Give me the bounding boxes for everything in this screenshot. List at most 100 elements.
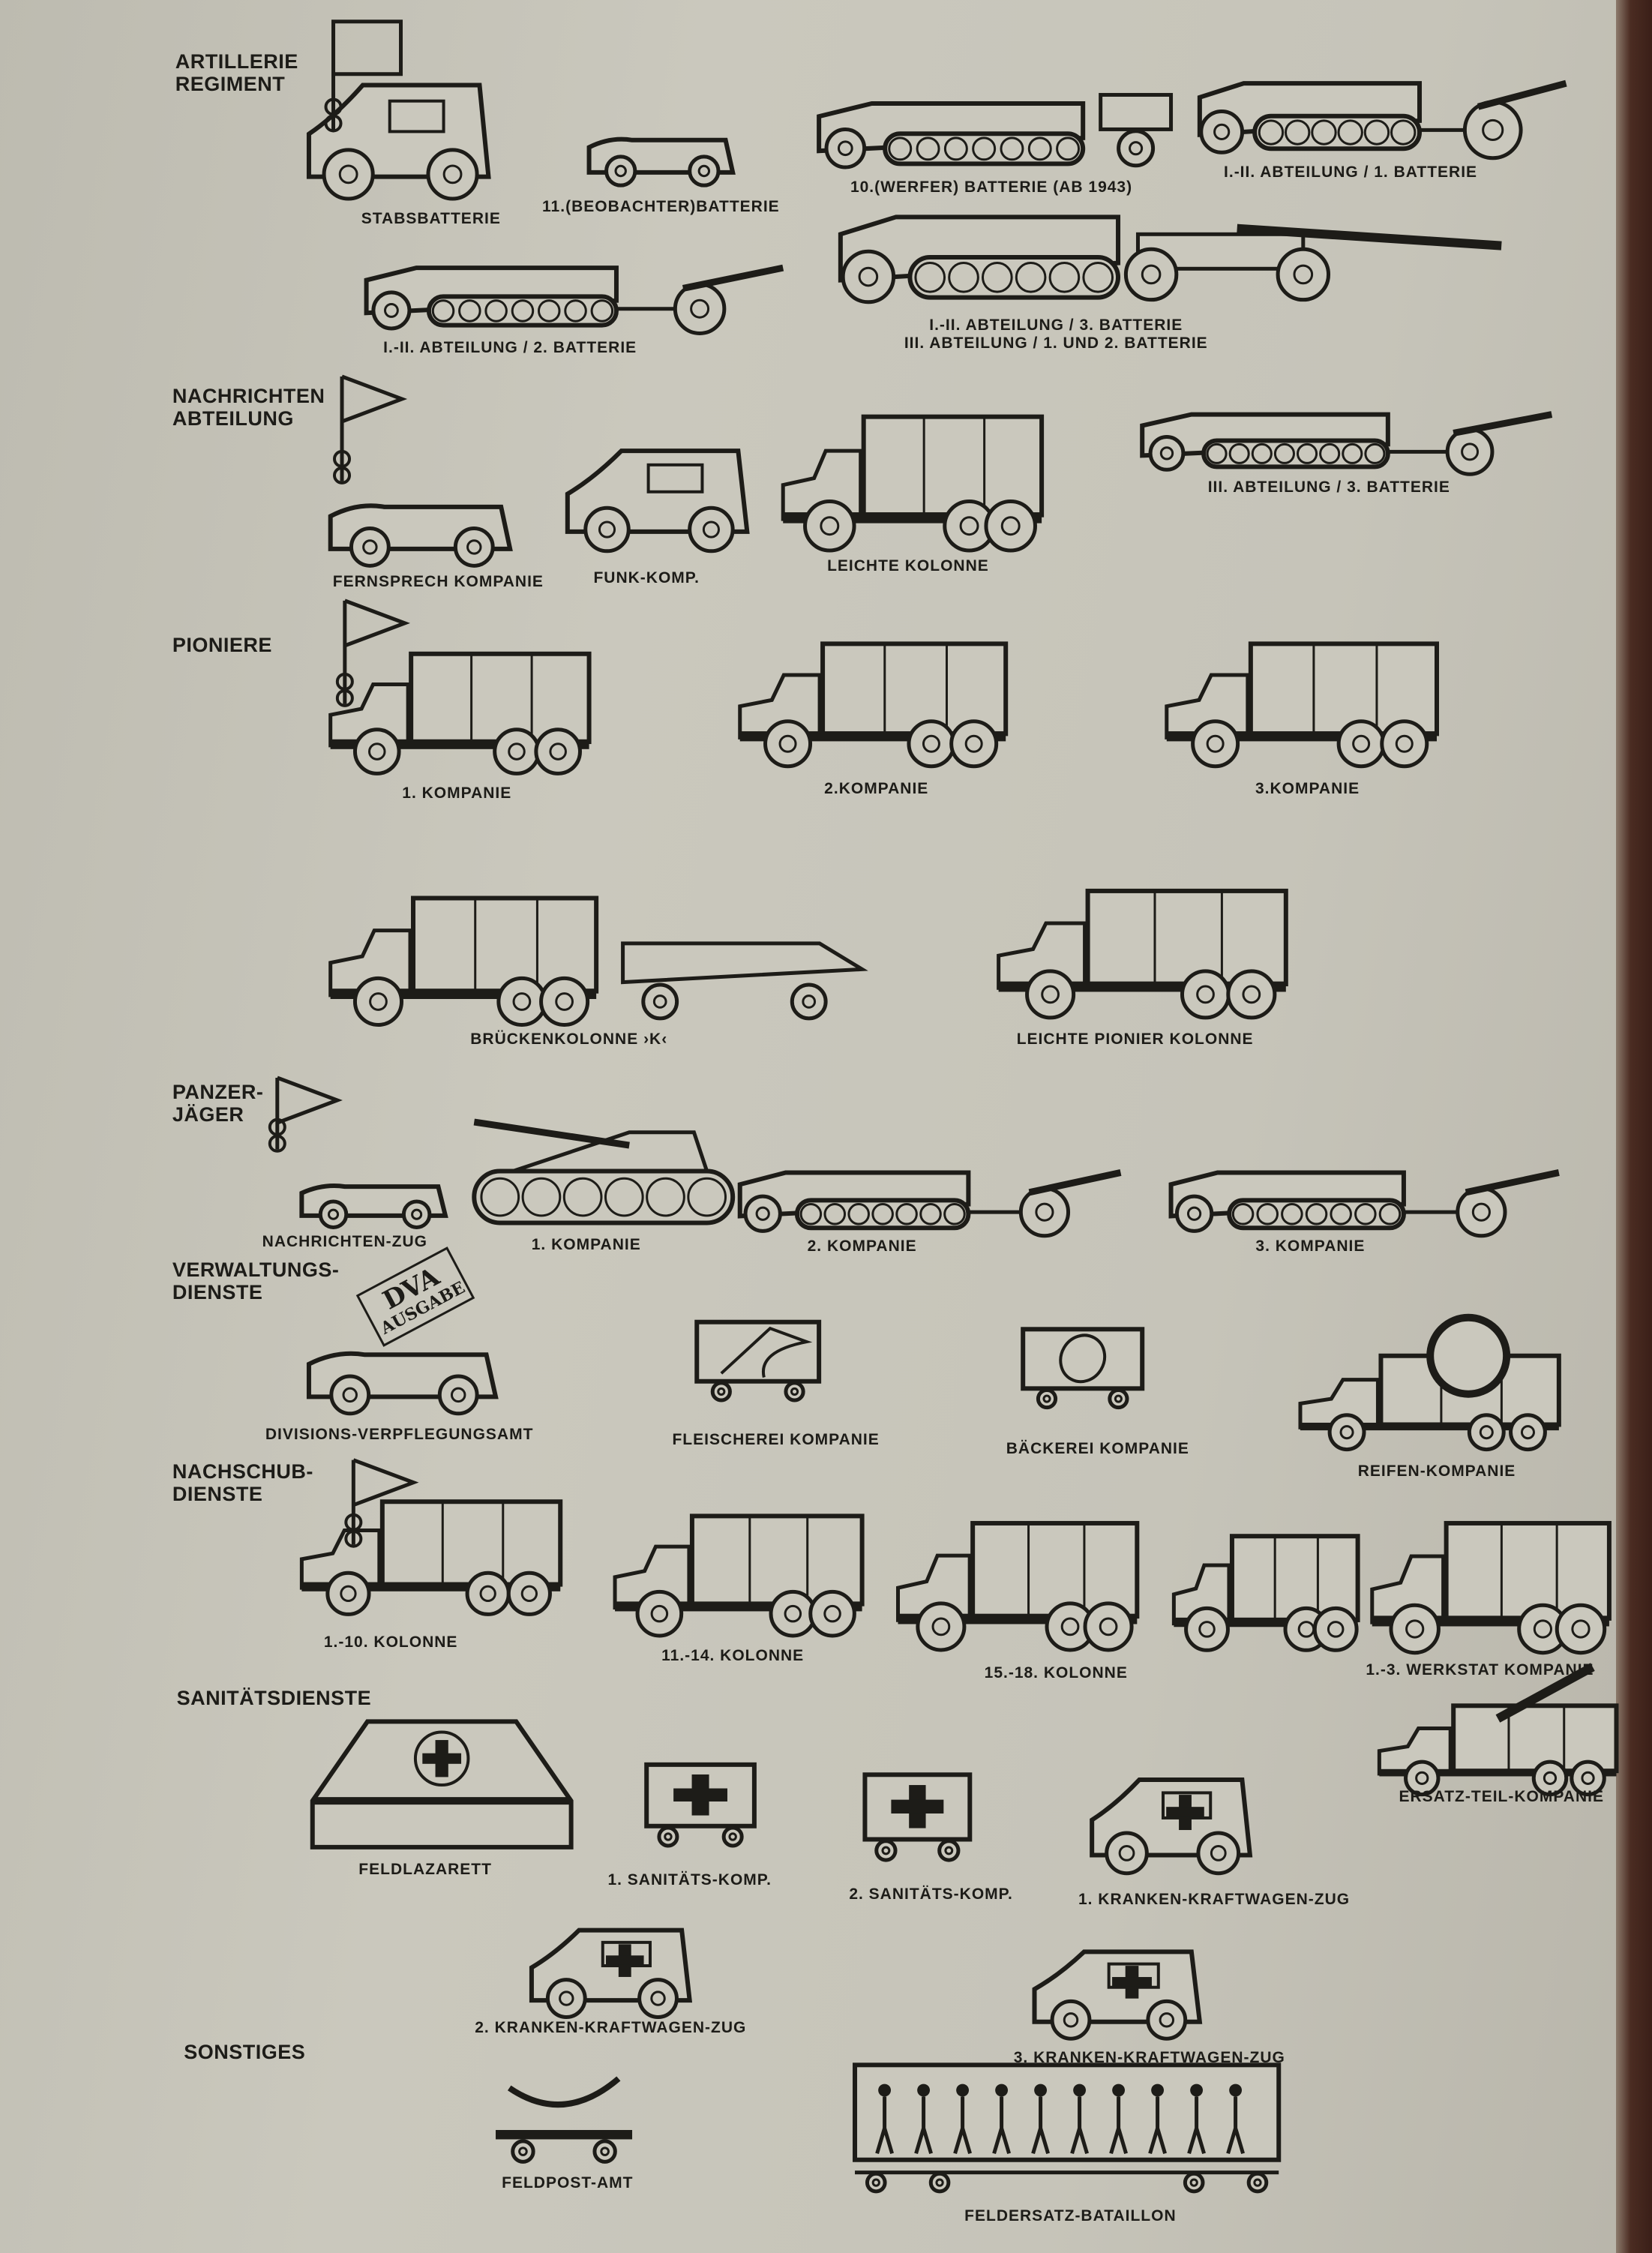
- unit-label: BRÜCKENKOLONNE ›K‹: [470, 1030, 667, 1048]
- unit-label-text: DIVISIONS-VERPFLEGUNGSAMT: [265, 1425, 534, 1443]
- unit-label: FELDERSATZ-BATAILLON: [964, 2207, 1176, 2225]
- book-edge: [1616, 0, 1652, 2253]
- section-label-sonstiges: SONSTIGES: [184, 2040, 306, 2063]
- unit-label: 3.KOMPANIE: [1255, 780, 1360, 798]
- unit-label-text: NACHRICHTEN-ZUG: [262, 1232, 427, 1250]
- unit-label-text: BRÜCKENKOLONNE ›K‹: [470, 1030, 668, 1048]
- unit-label-text: 1.-3. WERKSTAT KOMPANIE: [1366, 1660, 1594, 1678]
- unit-label-text: I.-II. ABTEILUNG / 3. BATTERIE: [929, 316, 1183, 334]
- unit-label-text: 3. KRANKEN-KRAFTWAGEN-ZUG: [1013, 2049, 1285, 2067]
- unit-label: 1. KRANKEN-KRAFTWAGEN-ZUG: [1078, 1891, 1350, 1909]
- unit-label: LEICHTE KOLONNE: [827, 557, 989, 575]
- section-label-nachrichten: NACHRICHTEN ABTEILUNG: [172, 385, 325, 430]
- unit-label: BÄCKEREI KOMPANIE: [1006, 1440, 1189, 1458]
- unit-label-text: 1. KOMPANIE: [531, 1235, 641, 1253]
- unit-label-text: 3. KOMPANIE: [1255, 1237, 1366, 1255]
- unit-label-text: FELDPOST-AMT: [502, 2174, 634, 2192]
- unit-label: 2. SANITÄTS-KOMP.: [849, 1886, 1012, 1904]
- unit-label-text: REIFEN-KOMPANIE: [1357, 1462, 1516, 1480]
- unit-label-text: 10.(WERFER) BATTERIE (AB 1943): [850, 178, 1133, 196]
- unit-label: 10.(WERFER) BATTERIE (AB 1943): [850, 178, 1132, 196]
- unit-label-text: FLEISCHEREI KOMPANIE: [672, 1431, 880, 1449]
- unit-label: 3. KOMPANIE: [1255, 1238, 1365, 1256]
- unit-label: III. ABTEILUNG / 3. BATTERIE: [1208, 478, 1450, 496]
- unit-flag-icon: [344, 1458, 419, 1548]
- unit-label: 3. KRANKEN-KRAFTWAGEN-ZUG: [1014, 2049, 1285, 2067]
- section-label-artillerie: ARTILLERIE REGIMENT: [175, 50, 298, 96]
- unit-label: REIFEN-KOMPANIE: [1358, 1462, 1516, 1480]
- unit-label: 2. KOMPANIE: [808, 1238, 917, 1256]
- unit-label-text: LEICHTE PIONIER KOLONNE: [1016, 1030, 1254, 1048]
- unit-label: 11.(BEOBACHTER)BATTERIE: [542, 198, 780, 216]
- unit-label-text: 1.-10. KOLONNE: [323, 1634, 458, 1652]
- unit-label: DIVISIONS-VERPFLEGUNGSAMT: [265, 1426, 534, 1444]
- unit-label: 1. KOMPANIE: [532, 1236, 641, 1254]
- unit-label-text: 11.(BEOBACHTER)BATTERIE: [542, 198, 780, 216]
- unit-label: I.-II. ABTEILUNG / 1. BATTERIE: [1224, 164, 1477, 182]
- unit-label-text: 2. SANITÄTS-KOMP.: [849, 1885, 1013, 1903]
- unit-label-text: FELDERSATZ-BATAILLON: [964, 2206, 1177, 2224]
- unit-label-text: 15.-18. KOLONNE: [984, 1664, 1128, 1682]
- unit-label-text: FELDLAZARETT: [358, 1861, 492, 1879]
- section-label-panzerjaeger: PANZER- JÄGER: [172, 1080, 264, 1126]
- unit-flag-icon: [268, 1076, 343, 1153]
- unit-label-text: 1. KRANKEN-KRAFTWAGEN-ZUG: [1078, 1891, 1351, 1909]
- unit-label: FELDPOST-AMT: [502, 2174, 633, 2192]
- unit-label-text-2: III. ABTEILUNG / 1. UND 2. BATTERIE: [904, 334, 1208, 352]
- unit-label-text: 1. SANITÄTS-KOMP.: [607, 1870, 772, 1888]
- section-label-pioniere: PIONIERE: [172, 633, 272, 656]
- unit-label: 2.KOMPANIE: [824, 780, 928, 798]
- unit-label-text: I.-II. ABTEILUNG / 2. BATTERIE: [383, 339, 637, 357]
- unit-label-text: STABSBATTERIE: [361, 209, 501, 227]
- unit-label: LEICHTE PIONIER KOLONNE: [1017, 1030, 1254, 1048]
- unit-label-text: 2.KOMPANIE: [824, 780, 929, 798]
- unit-label: 11.-14. KOLONNE: [661, 1647, 804, 1665]
- unit-label: FLEISCHEREI KOMPANIE: [672, 1431, 879, 1449]
- unit-label: ERSATZ-TEIL-KOMPANIE: [1399, 1788, 1604, 1806]
- unit-label-text: 2. KOMPANIE: [807, 1237, 917, 1255]
- unit-label-text: FERNSPRECH KOMPANIE: [332, 573, 544, 591]
- unit-label: 1. KOMPANIE: [402, 784, 511, 802]
- unit-label-text: 3.KOMPANIE: [1255, 780, 1360, 798]
- unit-label: 1.-10. KOLONNE: [324, 1634, 458, 1652]
- unit-flag-icon: [333, 374, 408, 484]
- unit-label-text: 1. KOMPANIE: [402, 784, 512, 802]
- unit-label-text: FUNK-KOMP.: [593, 568, 700, 586]
- unit-label: 1. SANITÄTS-KOMP.: [607, 1871, 771, 1889]
- unit-label-text: 2. KRANKEN-KRAFTWAGEN-ZUG: [475, 2018, 747, 2036]
